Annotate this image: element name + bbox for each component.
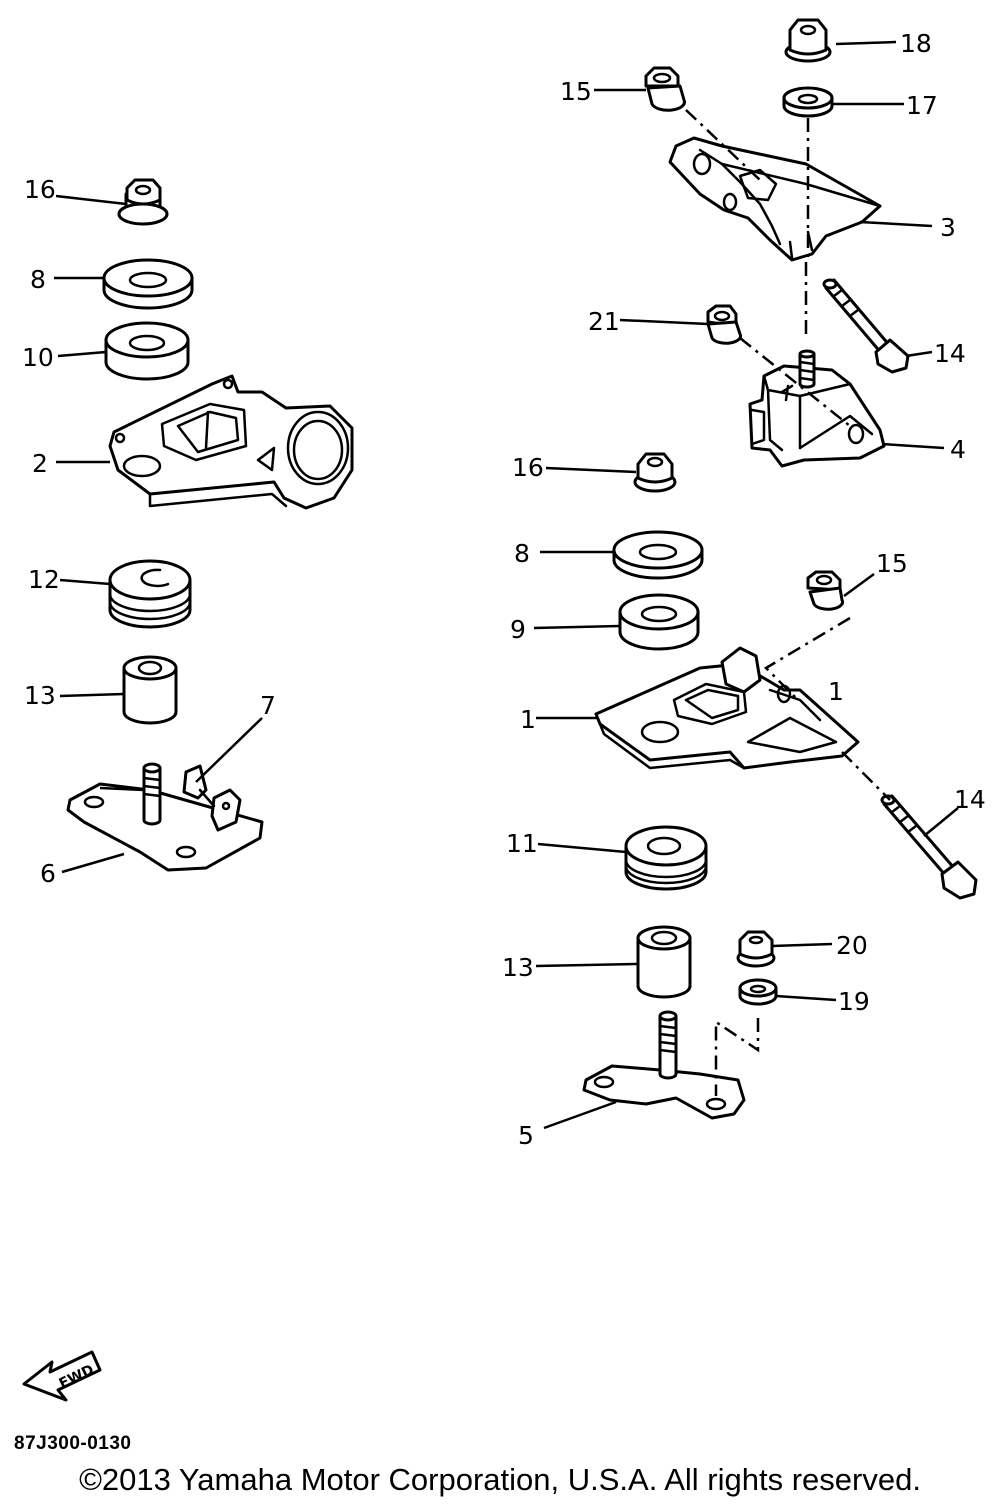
leader-lines: [54, 40, 959, 1130]
part-12-grommet: [108, 559, 192, 629]
part-8-washer-right: [612, 530, 704, 580]
part-1-lower-bracket: [594, 646, 860, 770]
callout-15-top: 15: [560, 77, 592, 106]
centerline-15-3: [685, 109, 761, 181]
callout-19: 19: [838, 987, 870, 1016]
callout-1: 1: [520, 705, 536, 734]
callout-8-left: 8: [30, 265, 46, 294]
callout-5: 5: [518, 1121, 534, 1150]
part-9-rubber-washer: [618, 593, 700, 651]
part-16-nut-right: [633, 452, 677, 493]
part-5-stud-plate: [582, 1010, 746, 1120]
callout-13-left: 13: [24, 681, 56, 710]
callout-16-left: 16: [24, 175, 56, 204]
centerline-1-14: [841, 751, 891, 801]
callout-3: 3: [940, 213, 956, 242]
callout-14-bottom: 14: [954, 785, 986, 814]
part-18-nut: [784, 18, 832, 63]
part-10-rubber-washer: [104, 321, 190, 381]
part-4-rubber-mount: [748, 349, 886, 468]
centerline-19-5: [714, 1018, 760, 1096]
part-17-washer: [782, 86, 834, 118]
centerline-21-4: [739, 337, 851, 427]
callout-14-top: 14: [934, 339, 966, 368]
part-14-bolt-bottom: [880, 794, 978, 900]
callout-12: 12: [28, 565, 60, 594]
part-14-bolt-top: [822, 278, 910, 374]
callout-2: 2: [32, 449, 48, 478]
callout-11: 11: [506, 829, 538, 858]
callout-9: 9: [510, 615, 526, 644]
part-11-grommet: [624, 825, 708, 891]
copyright-notice: ©2013 Yamaha Motor Corporation, U.S.A. A…: [79, 1462, 921, 1497]
part-3-upper-bracket: [668, 136, 882, 262]
callout-21: 21: [588, 307, 620, 336]
callout-6: 6: [40, 859, 56, 888]
fwd-arrow-icon: FWD: [22, 1350, 102, 1402]
part-19-washer: [738, 978, 778, 1006]
centerline-15-1: [763, 616, 851, 701]
part-2-mount-bracket: [108, 374, 354, 510]
callout-20: 20: [836, 931, 868, 960]
callout-16-right: 16: [512, 453, 544, 482]
part-21-collar-nut: [706, 304, 743, 345]
catalog-code: 87J300-0130: [14, 1433, 132, 1454]
part-20-nut: [736, 930, 776, 968]
callout-8-right: 8: [514, 539, 530, 568]
callout-17: 17: [906, 91, 938, 120]
part-6-stud-plate: [66, 762, 264, 872]
part-16-nut-left: [117, 178, 169, 226]
part-13-collar-right: [636, 925, 692, 999]
callout-4: 4: [950, 435, 966, 464]
callout-7: 7: [260, 691, 276, 720]
callout-15-right: 15: [876, 549, 908, 578]
part-15-collar-nut-right: [806, 570, 845, 611]
callout-1b: 1: [828, 677, 844, 706]
part-15-collar-nut-top: [644, 66, 686, 112]
callout-18: 18: [900, 29, 932, 58]
callout-13-right: 13: [502, 953, 534, 982]
part-13-collar-left: [122, 655, 178, 725]
part-8-washer-left: [102, 258, 194, 310]
callout-10: 10: [22, 343, 54, 372]
